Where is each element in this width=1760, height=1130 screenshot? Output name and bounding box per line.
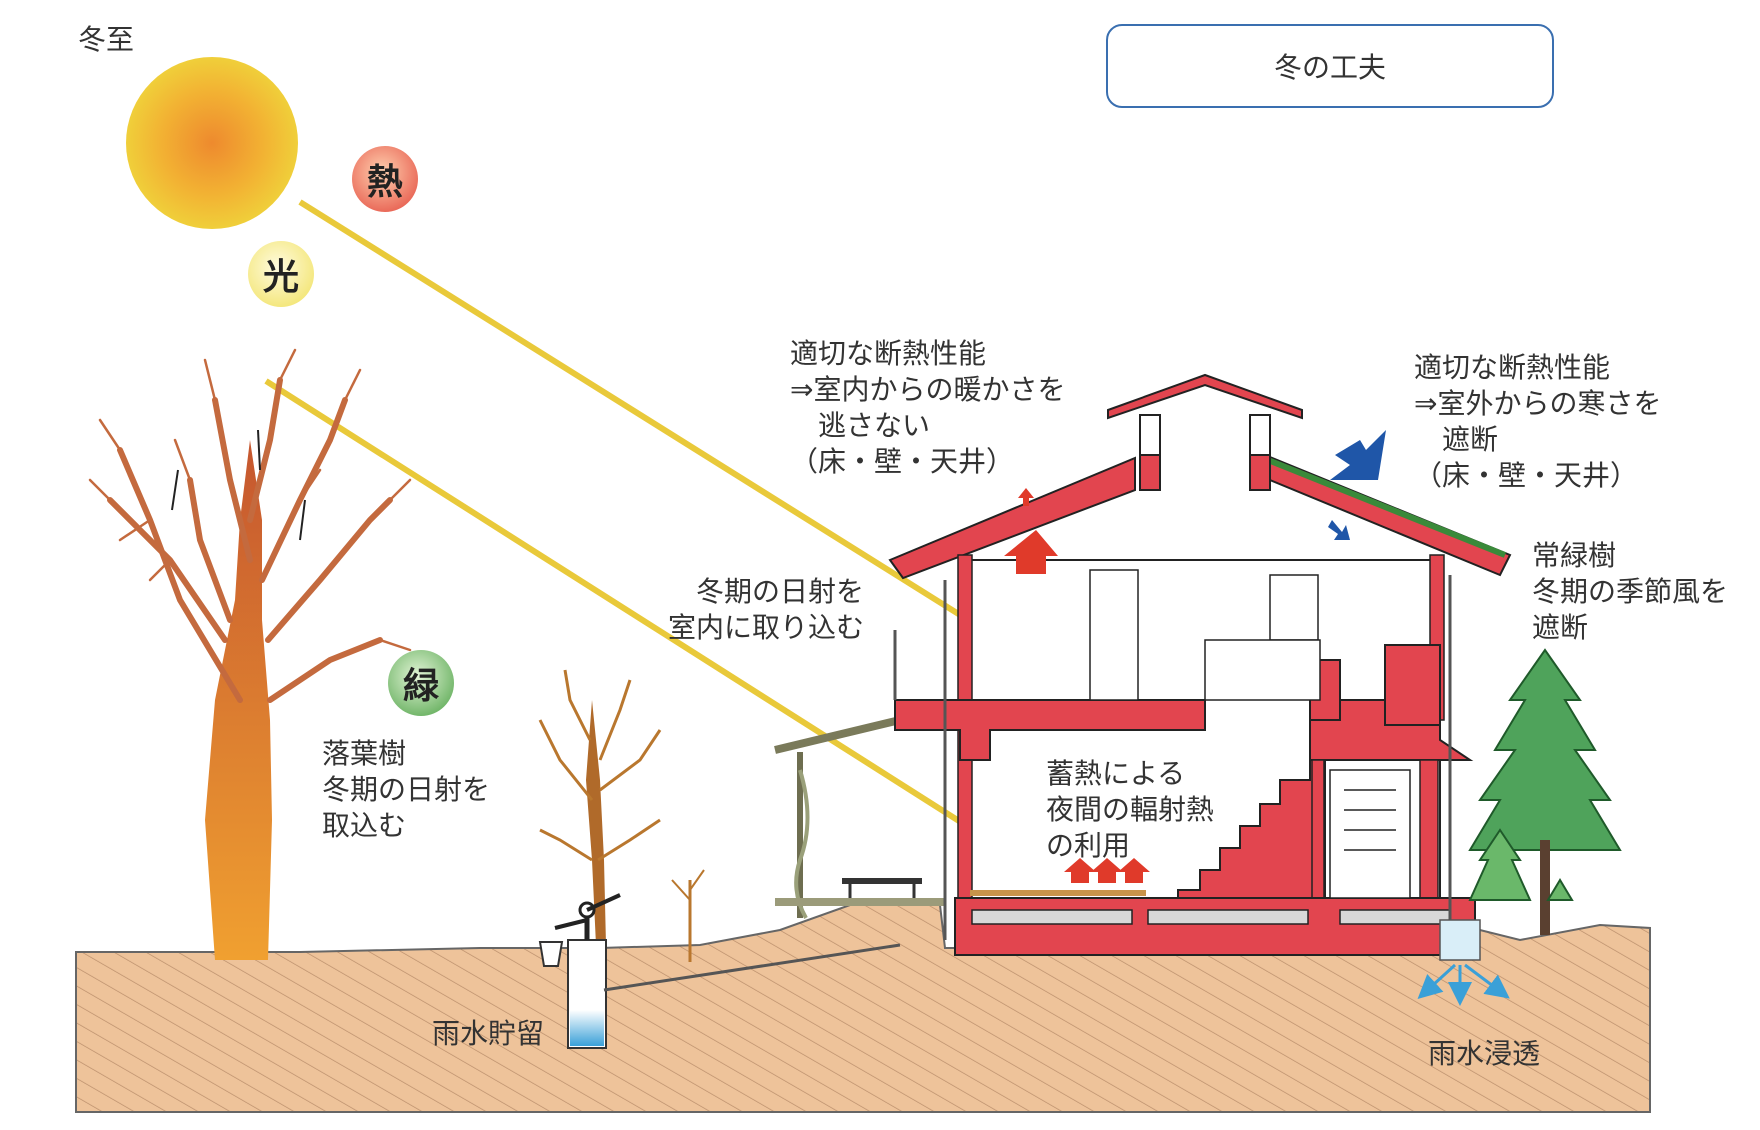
evergreen-label: 常緑樹 冬期の季節風を 遮断 <box>1532 538 1728 646</box>
insulation-right-line-1: 適切な断熱性能 <box>1414 351 1611 384</box>
green-roof <box>1266 457 1507 558</box>
solar-gain-label: 冬期の日射を 室内に取り込む <box>668 574 864 646</box>
thermal-mass-line-2: 夜間の輻射熱 <box>1046 793 1215 826</box>
hand-pump-icon <box>554 893 901 1049</box>
deciduous-line-2: 冬期の日射を <box>322 773 491 806</box>
deciduous-label: 落葉樹 冬期の日射を 取込む <box>322 736 490 844</box>
thermal-mass-line-1: 蓄熱による <box>1046 757 1186 790</box>
insulation-left-line-1: 適切な断熱性能 <box>790 337 987 370</box>
deciduous-line-1: 落葉樹 <box>322 737 407 770</box>
insulation-left-line-4: （床・壁・天井） <box>790 445 1015 478</box>
insulation-right-line-2: ⇒室外からの寒さを <box>1414 387 1662 420</box>
insulation-left-line-3: 逃さない <box>790 409 931 442</box>
evergreen-line-3: 遮断 <box>1532 611 1589 644</box>
insulation-left-line-2: ⇒室内からの暖かさを <box>790 373 1066 406</box>
thermal-mass-line-3: の利用 <box>1046 829 1131 862</box>
thermal-mass-label: 蓄熱による 夜間の輻射熱 の利用 <box>1046 756 1214 864</box>
sun-icon <box>126 57 298 229</box>
deciduous-tree-icon <box>88 348 412 960</box>
deciduous-tree-small <box>538 669 705 962</box>
green-badge-icon: 緑 <box>388 650 454 716</box>
rain-infiltration-label: 雨水浸透 <box>1428 1037 1541 1070</box>
rain-infiltration <box>1417 919 1510 1006</box>
page-title: 冬の工夫 <box>1106 24 1554 108</box>
insulation-right-label: 適切な断熱性能 ⇒室外からの寒さを 遮断 （床・壁・天井） <box>1414 350 1661 494</box>
insulation-right-line-3: 遮断 <box>1414 423 1499 456</box>
evergreen-line-2: 冬期の季節風を <box>1532 575 1729 608</box>
insulation-left-label: 適切な断熱性能 ⇒室内からの暖かさを 逃さない （床・壁・天井） <box>790 336 1065 480</box>
season-label: 冬至 <box>78 23 135 56</box>
heat-badge-icon: 熱 <box>352 146 418 212</box>
evergreen-tree-icon <box>1468 648 1622 935</box>
solar-gain-line-2: 室内に取り込む <box>668 611 865 644</box>
bucket-icon <box>538 941 564 967</box>
sun-ray-upper <box>298 199 1091 697</box>
house <box>888 373 1512 956</box>
pergola <box>774 716 945 919</box>
rain-storage-label: 雨水貯留 <box>432 1017 545 1050</box>
evergreen-line-1: 常緑樹 <box>1532 539 1617 572</box>
heat-arrows <box>1004 488 1150 883</box>
cold-arrows <box>1328 430 1386 540</box>
sun-ray-lower <box>264 378 1063 887</box>
insulation-right-line-4: （床・壁・天井） <box>1414 459 1639 492</box>
light-badge-icon: 光 <box>248 241 314 307</box>
solar-gain-line-1: 冬期の日射を <box>696 575 865 608</box>
deciduous-line-3: 取込む <box>322 809 407 842</box>
